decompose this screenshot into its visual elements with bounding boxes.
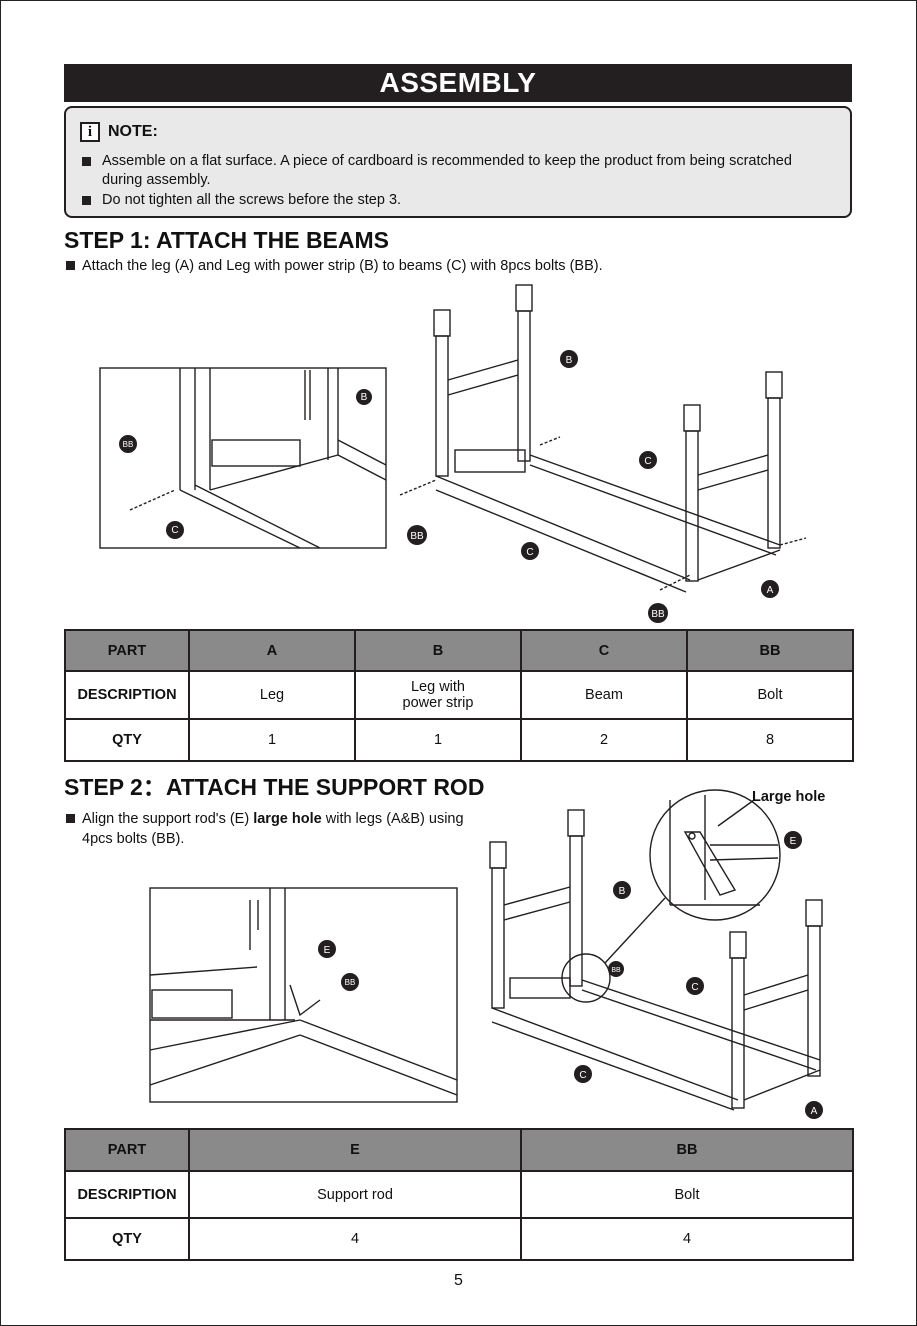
svg-text:BB: BB bbox=[611, 967, 621, 974]
step2-parts-table: PART E BB DESCRIPTION Support rod Bolt Q… bbox=[64, 1128, 854, 1261]
step2-inset-drawing bbox=[149, 888, 458, 1096]
table-header: PART bbox=[64, 629, 190, 672]
table-header: B bbox=[354, 629, 522, 672]
svg-text:E: E bbox=[324, 945, 331, 956]
svg-text:C: C bbox=[644, 456, 651, 467]
step2-detail-inset bbox=[149, 887, 458, 1103]
svg-text:B: B bbox=[361, 392, 368, 403]
note-box: i NOTE: Assemble on a flat surface. A pi… bbox=[64, 106, 852, 218]
instruction-text: Align the support rod's (E) bbox=[82, 811, 254, 827]
row-label: QTY bbox=[64, 1217, 190, 1261]
svg-text:C: C bbox=[171, 525, 178, 536]
table-cell: 1 bbox=[354, 718, 522, 762]
table-cell: Leg with power strip bbox=[354, 670, 522, 720]
svg-text:BB: BB bbox=[345, 978, 356, 987]
note-title: NOTE: bbox=[108, 123, 158, 140]
table-cell: 4 bbox=[188, 1217, 522, 1261]
table-cell: 8 bbox=[686, 718, 854, 762]
svg-text:BB: BB bbox=[651, 609, 665, 620]
svg-text:C: C bbox=[579, 1070, 586, 1081]
table-header: C bbox=[520, 629, 688, 672]
instruction-text: with legs (A&B) using 4pcs bolts (BB). bbox=[82, 811, 464, 847]
step1-instruction: Attach the leg (A) and Leg with power st… bbox=[66, 256, 842, 276]
note-item: Do not tighten all the screws before the… bbox=[82, 191, 822, 210]
table-cell: 2 bbox=[520, 718, 688, 762]
table-cell: Support rod bbox=[188, 1170, 522, 1219]
table-header: BB bbox=[520, 1128, 854, 1172]
instruction-bold: large hole bbox=[253, 811, 322, 827]
step1-parts-table: PART A B C BB DESCRIPTION Leg Leg with p… bbox=[64, 629, 854, 762]
svg-text:A: A bbox=[811, 1106, 818, 1117]
svg-text:B: B bbox=[566, 355, 573, 366]
svg-text:BB: BB bbox=[123, 440, 134, 449]
svg-text:C: C bbox=[691, 982, 698, 993]
svg-text:A: A bbox=[767, 585, 774, 596]
note-header: i NOTE: bbox=[80, 120, 158, 144]
step2-instruction: Align the support rod's (E) large hole w… bbox=[66, 809, 482, 849]
svg-text:B: B bbox=[619, 886, 626, 897]
svg-text:BB: BB bbox=[410, 531, 424, 542]
large-hole-leader bbox=[717, 799, 755, 827]
table-header: PART bbox=[64, 1128, 190, 1172]
step1-detail-inset bbox=[99, 367, 387, 549]
section-banner: ASSEMBLY bbox=[64, 64, 852, 102]
step1-part-labels: B BB C B C BB C A BB bbox=[119, 350, 779, 623]
note-list: Assemble on a flat surface. A piece of c… bbox=[82, 152, 822, 211]
cell-text: Leg with power strip bbox=[402, 679, 474, 711]
table-cell: Leg bbox=[188, 670, 356, 720]
table-cell: Beam bbox=[520, 670, 688, 720]
step2-main-drawing bbox=[489, 809, 823, 1111]
table-header: E bbox=[188, 1128, 522, 1172]
table-header: A bbox=[188, 629, 356, 672]
step2-part-labels: E BB B BB C C A E Large hole bbox=[318, 789, 825, 1119]
large-hole-zoom bbox=[649, 789, 781, 921]
table-header: BB bbox=[686, 629, 854, 672]
table-cell: 1 bbox=[188, 718, 356, 762]
info-icon: i bbox=[80, 122, 100, 142]
step1-title: STEP 1: ATTACH THE BEAMS bbox=[64, 227, 389, 253]
svg-text:C: C bbox=[526, 547, 533, 558]
table-cell: Bolt bbox=[520, 1170, 854, 1219]
note-item: Assemble on a flat surface. A piece of c… bbox=[82, 152, 822, 190]
table-cell: Bolt bbox=[686, 670, 854, 720]
zoom-detail bbox=[669, 795, 779, 906]
step1-main-drawing bbox=[399, 284, 807, 593]
page-number: 5 bbox=[454, 1272, 463, 1289]
table-cell: 4 bbox=[520, 1217, 854, 1261]
step2-title: STEP 2：ATTACH THE SUPPORT ROD bbox=[64, 774, 485, 800]
row-label: DESCRIPTION bbox=[64, 670, 190, 720]
row-label: QTY bbox=[64, 718, 190, 762]
row-label: DESCRIPTION bbox=[64, 1170, 190, 1219]
large-hole-callout: Large hole bbox=[752, 789, 825, 805]
svg-text:E: E bbox=[790, 836, 797, 847]
step1-inset-drawing bbox=[129, 368, 387, 549]
